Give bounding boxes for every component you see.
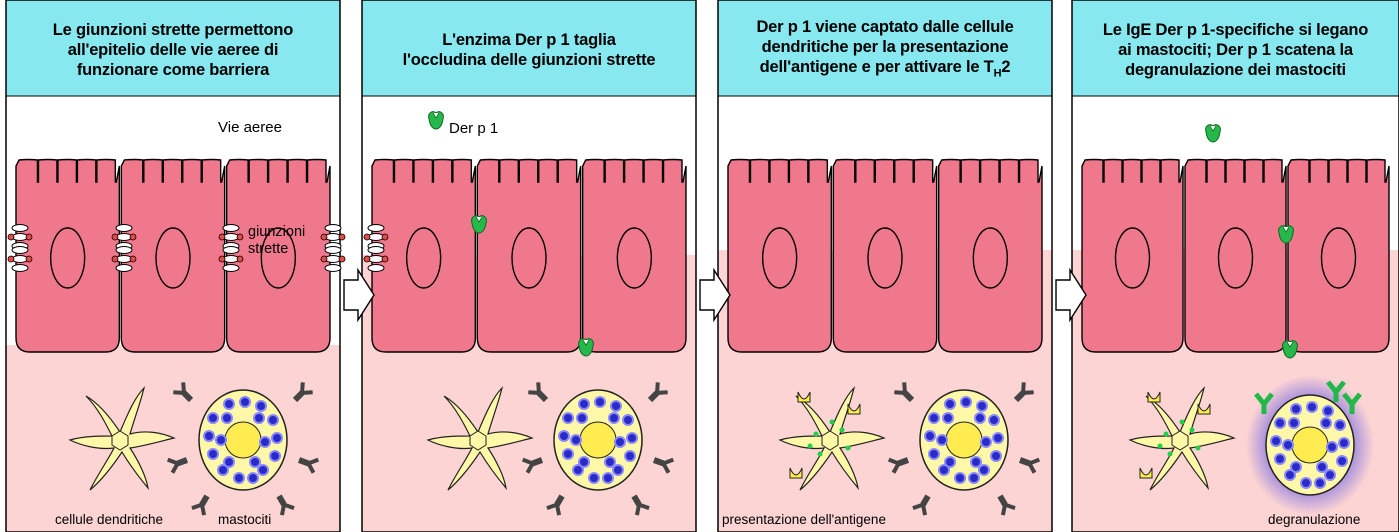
- der-p1-allergen: [1279, 226, 1294, 243]
- junction-seal: [12, 225, 28, 232]
- mast-cells-label: mastociti: [218, 511, 271, 528]
- epithelial-cell: [121, 160, 224, 353]
- junction-dot: [321, 234, 327, 240]
- antigen-presentation-label: presentazione dell'antigene: [722, 511, 886, 528]
- mast-cell: [554, 390, 642, 490]
- junction-seal: [325, 225, 341, 232]
- epithelial-cell: [583, 160, 686, 353]
- junction-dot: [364, 256, 370, 262]
- antigen-fragment: [1180, 420, 1185, 425]
- tight-junction: [321, 247, 345, 272]
- tight-junction: [364, 225, 388, 250]
- junction-seal: [368, 265, 384, 272]
- epithelial-cell: [372, 160, 475, 353]
- junction-dot: [382, 256, 388, 262]
- junction-seal: [116, 265, 132, 272]
- junction-seal: [12, 247, 28, 254]
- panel-2-title: L'enzima Der p 1 taglial'occludina delle…: [362, 4, 696, 96]
- junction-dot: [8, 256, 14, 262]
- airway-label: Vie aeree: [218, 119, 282, 136]
- junction-dot: [219, 234, 225, 240]
- degranulation-label: degranulazione: [1268, 511, 1360, 528]
- der-p1-allergen: [472, 216, 487, 233]
- tight-junction: [8, 225, 32, 250]
- epithelial-cell: [16, 160, 119, 353]
- junction-dot: [130, 256, 136, 262]
- junction-seal: [116, 247, 132, 254]
- antigen-fragment: [1168, 452, 1173, 457]
- antigen-fragment: [1158, 444, 1163, 449]
- der-p1-allergen: [579, 339, 594, 356]
- der-p1-allergen: [429, 112, 444, 129]
- tight-junction: [8, 247, 32, 272]
- antigen-fragment: [840, 428, 845, 433]
- junction-dot: [237, 234, 243, 240]
- antigen-fragment: [846, 446, 851, 451]
- antigen-fragment: [818, 452, 823, 457]
- junction-dot: [8, 234, 14, 240]
- tight-junction: [219, 247, 243, 272]
- tight-junction: [321, 225, 345, 250]
- tight-junction: [219, 225, 243, 250]
- junction-seal: [223, 265, 239, 272]
- antigen-fragment: [830, 420, 835, 425]
- mast-cell: [199, 390, 287, 490]
- junction-dot: [112, 256, 118, 262]
- antigen-fragment: [814, 432, 819, 437]
- tight-junction: [112, 225, 136, 250]
- epithelial-cell: [939, 160, 1042, 353]
- junction-seal: [368, 247, 384, 254]
- mast-cell: [920, 390, 1008, 490]
- epithelial-cell: [833, 160, 936, 353]
- junction-dot: [26, 234, 32, 240]
- der-p1-label: Der p 1: [449, 120, 498, 137]
- antigen-fragment: [1164, 432, 1169, 437]
- junction-seal: [223, 225, 239, 232]
- tight-junctions-label-line2: strette: [248, 241, 288, 258]
- degranulating-mast-cell: [1266, 395, 1354, 495]
- junction-dot: [382, 234, 388, 240]
- junction-dot: [321, 256, 327, 262]
- tight-junctions-label-line1: giunzioni: [248, 224, 305, 241]
- junction-seal: [12, 265, 28, 272]
- epithelial-cell: [728, 160, 831, 353]
- antigen-fragment: [808, 444, 813, 449]
- epithelial-cell: [1288, 160, 1389, 353]
- dendritic-cells-label: cellule dendritiche: [55, 511, 163, 528]
- junction-dot: [26, 256, 32, 262]
- junction-seal: [223, 247, 239, 254]
- epithelial-cell: [1185, 160, 1286, 353]
- junction-seal: [325, 247, 341, 254]
- junction-dot: [339, 256, 345, 262]
- junction-dot: [219, 256, 225, 262]
- epithelial-cell: [1082, 160, 1183, 353]
- antigen-fragment: [1196, 446, 1201, 451]
- junction-seal: [116, 225, 132, 232]
- junction-dot: [130, 234, 136, 240]
- junction-dot: [112, 234, 118, 240]
- junction-dot: [339, 234, 345, 240]
- epithelial-cell: [477, 160, 580, 353]
- junction-dot: [237, 256, 243, 262]
- junction-seal: [368, 225, 384, 232]
- tight-junction: [112, 247, 136, 272]
- junction-dot: [364, 234, 370, 240]
- antigen-fragment: [1190, 428, 1195, 433]
- der-p1-allergen: [1283, 341, 1298, 358]
- der-p1-allergen: [1206, 125, 1221, 142]
- junction-seal: [325, 265, 341, 272]
- tight-junction: [364, 247, 388, 272]
